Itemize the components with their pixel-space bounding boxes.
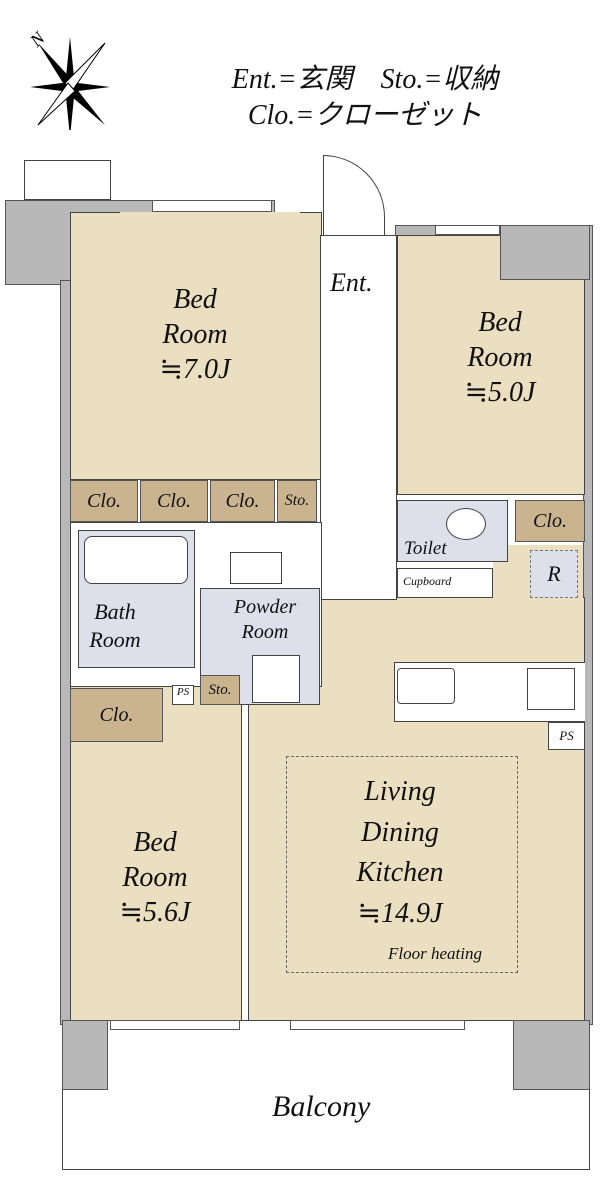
front-door[interactable] bbox=[323, 155, 385, 235]
refrigerator-label: R bbox=[547, 561, 561, 586]
closet-bedroom-2[interactable]: Clo. bbox=[515, 500, 585, 542]
entrance-label: Ent. bbox=[330, 268, 373, 297]
storage-3[interactable]: Sto. bbox=[200, 675, 240, 705]
compass-rose-icon: N bbox=[25, 27, 110, 130]
pillar-right bbox=[513, 1020, 590, 1090]
closet-1[interactable]: Clo. bbox=[70, 480, 138, 522]
floor-heating-label: Floor heating bbox=[388, 944, 482, 963]
balcony[interactable] bbox=[62, 1020, 590, 1170]
pillar-left bbox=[62, 1020, 108, 1090]
closet-bedroom-3[interactable]: Clo. bbox=[70, 688, 163, 742]
toilet-label: Toilet bbox=[404, 538, 447, 559]
toilet-icon bbox=[446, 508, 486, 540]
north-label: N bbox=[25, 27, 49, 51]
storage-1[interactable]: Sto. bbox=[277, 480, 317, 522]
wall-bedroom-2-corner bbox=[500, 225, 590, 280]
washbasin-icon bbox=[230, 552, 282, 584]
stove-icon bbox=[527, 668, 575, 710]
window-bedroom-3 bbox=[110, 1020, 240, 1030]
balcony-label: Balcony bbox=[272, 1090, 371, 1123]
floor-heating-area bbox=[286, 756, 518, 973]
cupboard[interactable]: Cupboard bbox=[397, 568, 493, 598]
bathtub-icon bbox=[84, 536, 188, 584]
pipe-space-1: PS bbox=[172, 685, 194, 705]
bedroom-1-notch bbox=[120, 212, 300, 292]
closet-2[interactable]: Clo. bbox=[140, 480, 208, 522]
refrigerator-space: R bbox=[530, 550, 578, 598]
legend: Ent.=玄関 Sto.=収納 Clo.=クローゼット bbox=[180, 62, 550, 135]
washing-machine-pan-icon bbox=[252, 655, 300, 703]
pipe-space-2: PS bbox=[548, 722, 585, 750]
window-ldk bbox=[290, 1020, 465, 1030]
entrance-hall[interactable] bbox=[320, 235, 397, 600]
sink-icon bbox=[397, 668, 455, 704]
closet-3[interactable]: Clo. bbox=[210, 480, 275, 522]
legend-line-2: Clo.=クローゼット bbox=[247, 100, 483, 132]
window-bedroom-2 bbox=[435, 225, 500, 235]
outdoor-unit bbox=[24, 160, 111, 200]
legend-line-1: Ent.=玄関 Sto.=収納 bbox=[231, 64, 499, 95]
ldk-upper bbox=[322, 597, 582, 607]
window-bedroom-1 bbox=[152, 200, 272, 212]
